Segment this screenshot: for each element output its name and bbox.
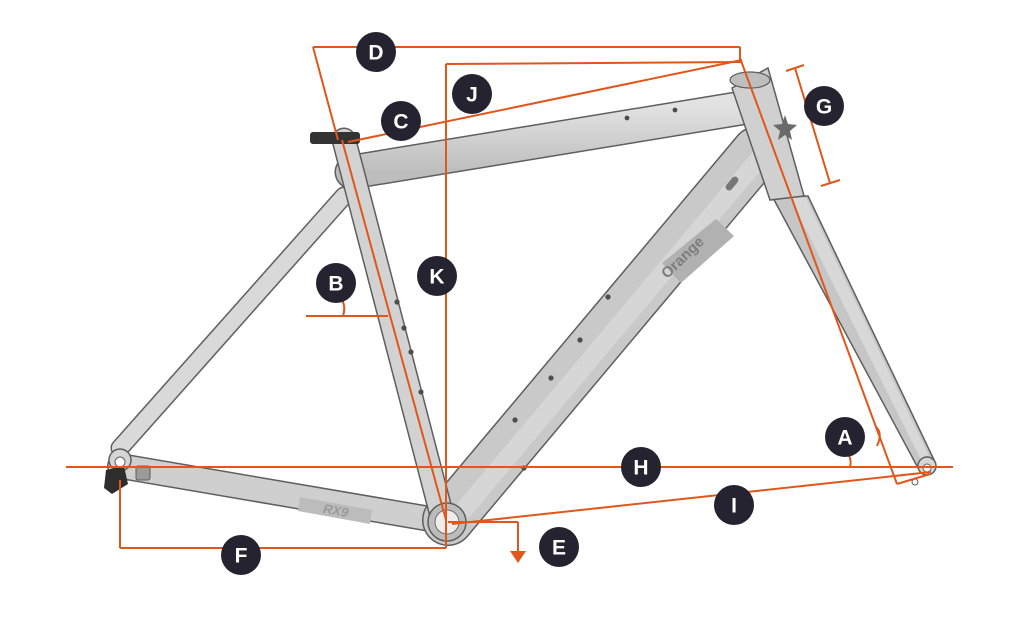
rear-dropout	[104, 448, 151, 494]
dimension-badges: A B C D E F G H I J K	[221, 32, 865, 575]
dimension-lines	[66, 46, 953, 552]
label-badge-d: D	[356, 32, 396, 72]
dimension-line-a	[739, 57, 898, 485]
star-badge-icon	[773, 115, 797, 140]
label-badge-circle	[714, 485, 754, 525]
label-badge-e: E	[539, 527, 579, 567]
label-badge-text: K	[429, 266, 444, 289]
label-badge-circle	[417, 256, 457, 296]
label-badge-circle	[316, 263, 356, 303]
label-badge-text: D	[368, 42, 383, 65]
label-badge-circle	[356, 32, 396, 72]
bike-frame: Orange RX9	[104, 66, 937, 546]
label-badge-circle	[825, 417, 865, 457]
label-badge-circle	[381, 101, 421, 141]
label-badge-j: J	[452, 74, 492, 114]
label-badge-c: C	[381, 101, 421, 141]
label-badge-text: I	[731, 495, 737, 518]
label-badge-circle	[539, 527, 579, 567]
label-badge-k: K	[417, 256, 457, 296]
drop-arrow-icon	[510, 551, 526, 563]
label-badge-text: F	[235, 545, 248, 568]
downtube-decal-panel	[662, 219, 734, 283]
label-badge-circle	[621, 447, 661, 487]
label-badge-circle	[221, 535, 261, 575]
dimension-line-g	[794, 67, 831, 184]
label-badge-circle	[804, 86, 844, 126]
label-badge-text: C	[393, 111, 408, 134]
label-badge-i: I	[714, 485, 754, 525]
label-badge-g: G	[804, 86, 844, 126]
label-badge-text: B	[328, 273, 343, 296]
label-badge-text: G	[816, 96, 832, 119]
label-badge-b: B	[316, 263, 356, 303]
dimension-line-i	[451, 471, 932, 525]
model-logo-text: RX9	[322, 501, 350, 520]
dimension-line-b	[341, 139, 447, 521]
dimension-line-j	[445, 61, 743, 65]
chainstay-decal-panel	[298, 497, 372, 524]
seat-clamp	[310, 132, 360, 144]
label-badge-circle	[452, 74, 492, 114]
label-badge-f: F	[221, 535, 261, 575]
label-badge-text: A	[837, 427, 852, 450]
label-badge-h: H	[621, 447, 661, 487]
label-badge-text: H	[633, 457, 648, 480]
label-badge-text: J	[466, 84, 478, 107]
label-badge-text: E	[552, 537, 566, 560]
label-badge-a: A	[825, 417, 865, 457]
